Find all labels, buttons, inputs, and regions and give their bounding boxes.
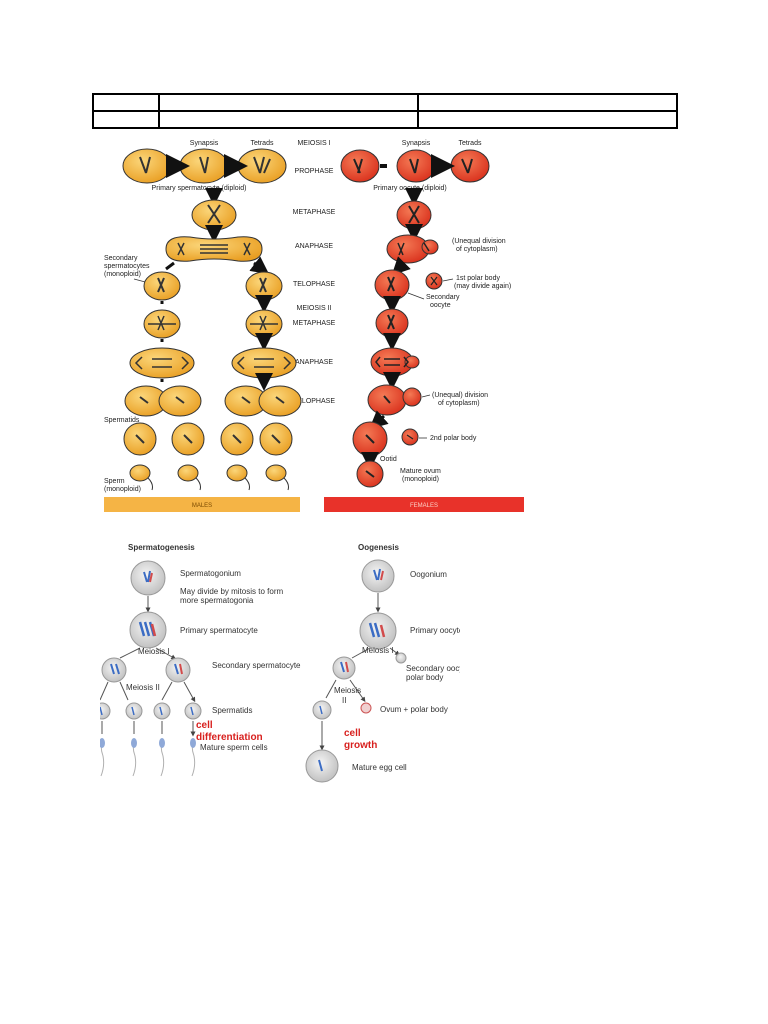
table-cell xyxy=(417,110,678,129)
unequal-division-2a: (Unequal) division xyxy=(432,392,488,399)
table-cell xyxy=(158,93,419,112)
females-bar-label: FEMALES xyxy=(410,503,438,509)
secondary-oocyte-label-a: Secondary oocyte + xyxy=(406,664,460,673)
spermatids-label: Spermatids xyxy=(104,417,140,424)
mature-sperm-cells xyxy=(100,738,196,777)
females-bar xyxy=(324,497,524,512)
female-prophase-row: Synapsis Tetrads Primary oocyte (diploid… xyxy=(340,140,490,192)
table-cell xyxy=(92,93,160,112)
stage-anaphase-2: ANAPHASE xyxy=(295,359,333,366)
ovum-cell xyxy=(312,700,332,720)
secondary-spermatocyte-cell xyxy=(101,657,127,683)
mature-ovum-label-1: Mature ovum xyxy=(400,468,441,475)
oogenesis-title: Oogenesis xyxy=(358,543,399,552)
table-cell xyxy=(92,110,160,129)
polar-body-2 xyxy=(360,702,372,714)
secondary-spermatocytes-label-3: (monoploid) xyxy=(104,271,141,278)
sperm-label-2: (monoploid) xyxy=(104,486,141,493)
primary-oocyte-label: Primary oocyte (diploid) xyxy=(373,185,447,192)
secondary-oocyte-label-1: Secondary xyxy=(426,294,460,301)
ootid-label: Ootid xyxy=(380,456,397,463)
secondary-oocyte-cell xyxy=(332,656,356,680)
mature-sperm-label: Mature sperm cells xyxy=(200,743,268,752)
unequal-division-2b: of cytoplasm) xyxy=(438,400,480,407)
sperm-cells xyxy=(129,464,289,491)
mitosis-note-2: more spermatogonia xyxy=(180,596,254,605)
spermatogonium-label: Spermatogonium xyxy=(180,569,241,578)
table-row xyxy=(92,110,678,129)
first-polar-body-label-1: 1st polar body xyxy=(456,275,500,282)
first-polar-body-label-2: (may divide again) xyxy=(454,283,511,290)
secondary-oocyte-label-b: polar body xyxy=(406,673,443,682)
sperm-cell xyxy=(129,464,151,482)
sperm-cell xyxy=(177,464,199,482)
empty-table xyxy=(92,93,678,129)
spermatids-label-2: Spermatids xyxy=(212,706,252,715)
cell-growth-2: growth xyxy=(344,740,377,751)
oo-meiosis1-label: Meiosis I xyxy=(362,646,394,655)
mitosis-note-1: May divide by mitosis to form xyxy=(180,587,283,596)
meiosis-comparison-figure: MEIOSIS I PROPHASE METAPHASE ANAPHASE TE… xyxy=(104,140,524,512)
male-anaphase2-cell-a xyxy=(129,347,195,379)
meiosis1-label: MEIOSIS I xyxy=(297,140,330,147)
secondary-spermatocyte-label: Secondary spermatocyte xyxy=(212,661,301,670)
sperm-meiosis1-label: Meiosis I xyxy=(138,647,170,656)
secondary-spermatocyte-cell xyxy=(165,657,191,683)
males-bar-label: MALES xyxy=(192,503,212,509)
male-prophase-row: Synapsis Tetrads Primary spermatocyte (d… xyxy=(122,140,287,192)
primary-oocyte-label: Primary oocyte xyxy=(410,626,460,635)
table-cell xyxy=(158,110,419,129)
female-synapsis-label: Synapsis xyxy=(402,140,431,147)
ovum-polar-label: Ovum + polar body xyxy=(380,705,448,714)
spermatid-cell xyxy=(100,702,111,720)
unequal-division-1a: (Unequal division xyxy=(452,238,506,245)
table-row xyxy=(92,93,678,112)
cell xyxy=(179,148,229,184)
cell-growth-1: cell xyxy=(344,728,361,739)
stage-prophase: PROPHASE xyxy=(295,168,334,175)
stage-anaphase-1: ANAPHASE xyxy=(295,243,333,250)
table-cell xyxy=(417,93,678,112)
males-bar xyxy=(104,497,300,512)
sperm-label-1: Sperm xyxy=(104,478,125,485)
stage-telophase-2: TELOPHASE xyxy=(293,398,335,405)
mature-egg-label: Mature egg cell xyxy=(352,763,407,772)
gametogenesis-figure: Spermatogenesis Spermatogonium May divid… xyxy=(100,543,460,783)
spermatid-cell xyxy=(125,702,143,720)
male-anaphase2-cell-b xyxy=(231,347,297,379)
polar-body xyxy=(395,652,407,664)
meiosis2-label: MEIOSIS II xyxy=(296,305,331,312)
sperm-meiosis2-label: Meiosis II xyxy=(126,683,160,692)
spermatid-cell xyxy=(184,702,202,720)
secondary-oocyte-label-2: oocyte xyxy=(430,302,451,309)
oogonium-label: Oogonium xyxy=(410,570,447,579)
spermatid-cells xyxy=(123,422,293,456)
primary-spermatocyte-label: Primary spermatocyte (diploid) xyxy=(152,185,247,192)
stage-metaphase-1: METAPHASE xyxy=(293,209,336,216)
primary-spermatocyte-label: Primary spermatocyte xyxy=(180,626,258,635)
stage-telophase-1: TELOPHASE xyxy=(293,281,335,288)
unequal-division-1b: of cytoplasm) xyxy=(456,246,498,253)
stage-metaphase-2: METAPHASE xyxy=(293,320,336,327)
sperm-cell xyxy=(265,464,287,482)
mature-ovum-label-2: (monoploid) xyxy=(402,476,439,483)
oo-meiosis2-numeral: II xyxy=(342,696,346,705)
male-tetrads-label: Tetrads xyxy=(251,140,274,147)
spermatid-cell xyxy=(153,702,171,720)
secondary-spermatocytes-label-1: Secondary xyxy=(104,255,138,262)
male-synapsis-label: Synapsis xyxy=(190,140,219,147)
oo-meiosis2-label: Meiosis xyxy=(334,686,361,695)
mature-egg-cell xyxy=(305,749,339,783)
spermatogenesis-title: Spermatogenesis xyxy=(128,543,195,552)
cell-differentiation-2: differentiation xyxy=(196,732,263,743)
female-tetrads-label: Tetrads xyxy=(459,140,482,147)
secondary-spermatocytes-label-2: spermatocytes xyxy=(104,263,150,270)
sperm-cell xyxy=(226,464,248,482)
second-polar-body-label: 2nd polar body xyxy=(430,435,477,442)
cell-differentiation-1: cell xyxy=(196,720,213,731)
